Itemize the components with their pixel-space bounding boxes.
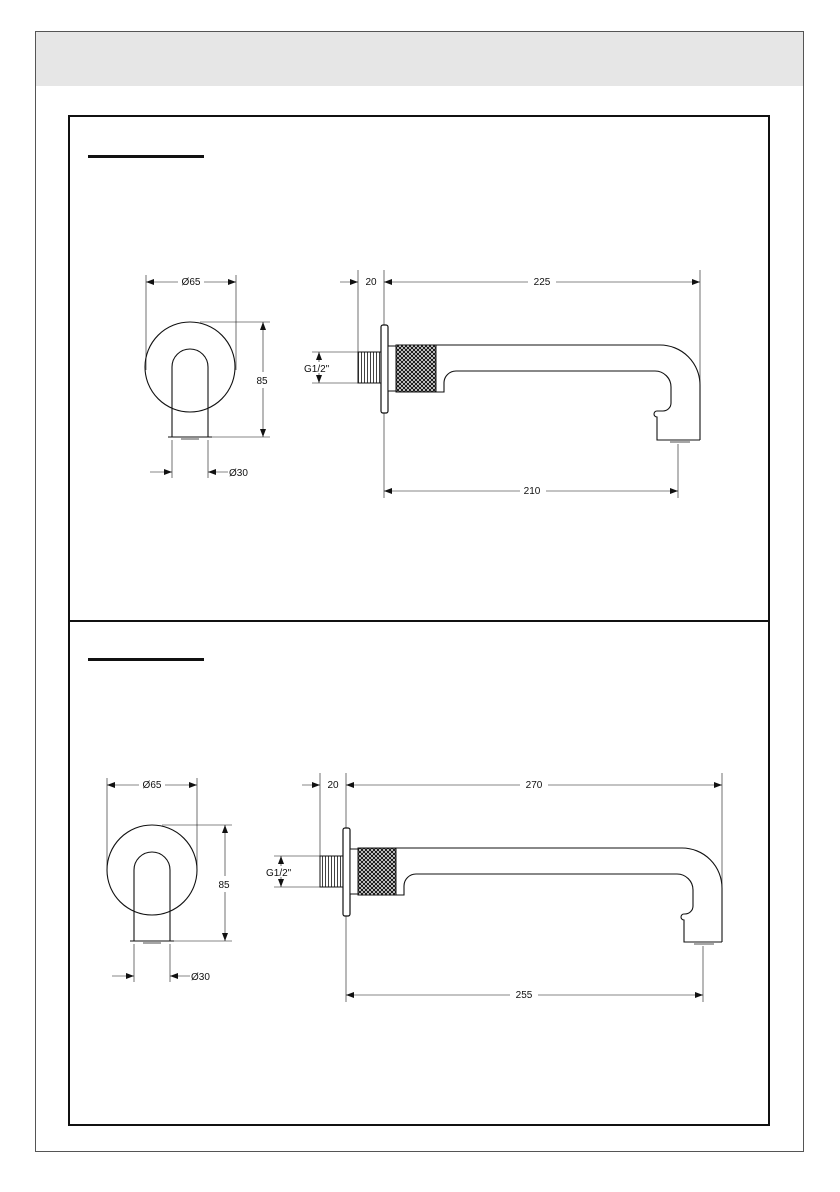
dim-projection: 210 xyxy=(524,486,541,497)
spout-lower-contour xyxy=(436,371,700,440)
side-view-2: 20 270 G1/2" 255 xyxy=(266,773,722,1002)
dim-thread: G1/2" xyxy=(304,364,330,375)
dim-total-length: 225 xyxy=(534,277,551,288)
rosette-circle xyxy=(107,825,197,915)
spout-upper-contour xyxy=(396,848,722,942)
dim-outlet-dia: Ø30 xyxy=(191,972,210,983)
thread-connector xyxy=(320,856,344,887)
rosette-circle xyxy=(145,322,235,412)
dim-backplate: 20 xyxy=(365,277,377,288)
spout-upper-contour xyxy=(436,345,700,440)
side-view-1: 20 225 G1/2" 210 xyxy=(304,270,700,498)
page-edge-strip xyxy=(0,1184,840,1192)
dim-front-dia: Ø65 xyxy=(182,277,201,288)
dim-backplate: 20 xyxy=(327,780,339,791)
backplate xyxy=(381,325,388,413)
dim-outlet-dia: Ø30 xyxy=(229,468,248,479)
spout-profile xyxy=(134,852,170,941)
dim-total-length: 270 xyxy=(526,780,543,791)
dim-thread: G1/2" xyxy=(266,868,292,879)
knurled-collar xyxy=(396,345,436,392)
dim-projection: 255 xyxy=(516,990,533,1001)
thread-connector xyxy=(358,352,382,383)
front-view-2: Ø65 85 Ø30 xyxy=(107,778,232,983)
dim-front-dia: Ø65 xyxy=(143,780,162,791)
dim-height: 85 xyxy=(218,880,230,891)
front-view-1: Ø65 85 Ø30 xyxy=(145,275,270,479)
knurled-collar xyxy=(358,848,396,895)
spout-profile xyxy=(172,349,208,437)
dim-height: 85 xyxy=(256,376,268,387)
spout-lower-contour xyxy=(396,874,722,942)
backplate xyxy=(343,828,350,916)
